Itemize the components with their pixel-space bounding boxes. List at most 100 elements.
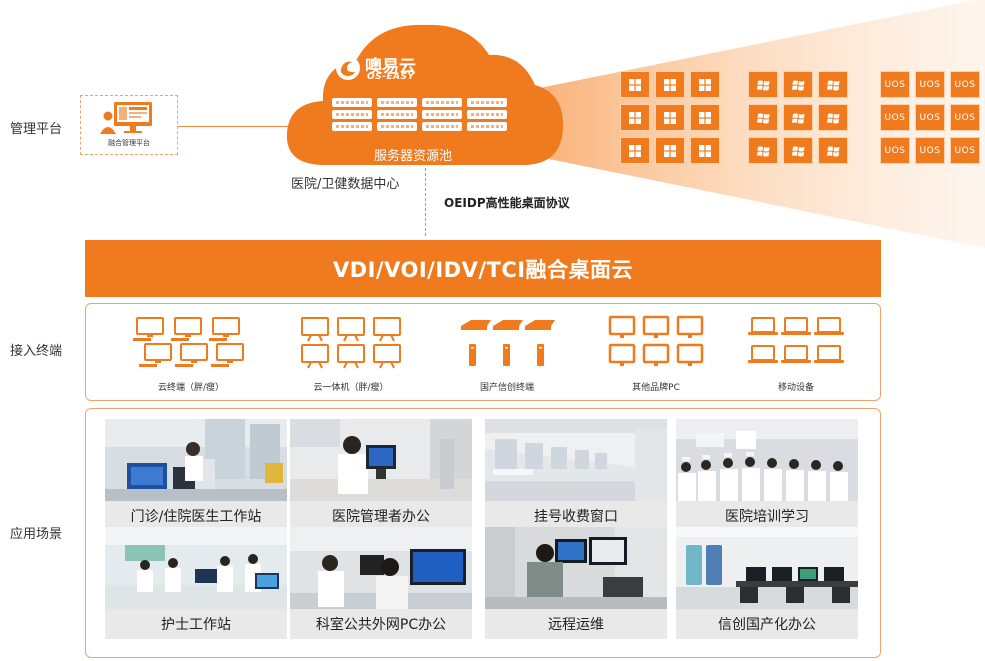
server-icon xyxy=(332,98,372,107)
windows-icon xyxy=(620,104,650,131)
management-platform-box[interactable]: 融合管理平台 xyxy=(80,95,178,155)
management-platform-caption: 融合管理平台 xyxy=(108,139,150,147)
cloud-brand-name: 噢易云 xyxy=(365,57,416,77)
scene-caption: 信创国产化办公 xyxy=(676,609,858,639)
server-icon xyxy=(467,98,507,107)
windows-legacy-icon xyxy=(748,137,778,164)
windows-icon xyxy=(690,71,720,98)
pc-monitor-icon xyxy=(608,315,704,366)
scenarios-box: 门诊/住院医生工作站 医院管理者办公 xyxy=(85,408,881,658)
server-icon xyxy=(377,122,417,131)
scenario-public-pc-office[interactable]: 科室公共外网PC办公 xyxy=(290,527,472,639)
scenario-registration-window[interactable]: 挂号收费窗口 xyxy=(485,419,667,531)
uos-tile: UOS xyxy=(880,104,910,131)
scenario-nurse-station[interactable]: 护士工作站 xyxy=(105,527,287,639)
admin-console-icon xyxy=(100,102,152,134)
vm-group-uos: UOS UOS UOS UOS UOS UOS UOS UOS UOS xyxy=(880,71,980,164)
cloud-brand-en: OS-EASY xyxy=(367,72,415,82)
server-pool-label: 服务器资源池 xyxy=(374,149,453,164)
server-icon xyxy=(467,122,507,131)
terminal-cloud-terminal[interactable]: 云终端（胖/瘦） xyxy=(116,314,266,393)
all-in-one-icon xyxy=(301,317,401,369)
os-easy-logo-icon xyxy=(336,56,360,80)
windows-legacy-icon xyxy=(818,137,848,164)
server-icon xyxy=(467,110,507,119)
scene-photo xyxy=(105,419,287,501)
row-label-access: 接入终端 xyxy=(10,344,63,359)
windows-legacy-icon xyxy=(748,104,778,131)
scene-photo xyxy=(290,419,472,501)
data-center-label: 医院/卫健数据中心 xyxy=(291,177,400,192)
windows-legacy-icon xyxy=(818,104,848,131)
terminal-label: 云一体机（胖/瘦） xyxy=(313,383,389,393)
windows-legacy-icon xyxy=(783,104,813,131)
windows-icon xyxy=(655,104,685,131)
uos-tile: UOS xyxy=(950,104,980,131)
terminal-label: 云终端（胖/瘦） xyxy=(157,383,225,393)
cloud-terminal-icon xyxy=(133,317,244,367)
fusion-desktop-cloud-bar: VDI/VOI/IDV/TCI融合桌面云 xyxy=(85,240,881,297)
server-icon xyxy=(377,110,417,119)
scene-photo xyxy=(290,527,472,609)
scene-caption: 护士工作站 xyxy=(105,609,287,639)
scene-photo xyxy=(105,527,287,609)
windows-icon xyxy=(655,137,685,164)
scene-caption: 挂号收费窗口 xyxy=(485,501,667,531)
scene-caption: 科室公共外网PC办公 xyxy=(290,609,472,639)
server-icon xyxy=(332,122,372,131)
server-icon xyxy=(377,98,417,107)
protocol-dashed-line xyxy=(425,168,426,236)
scene-photo xyxy=(485,527,667,609)
terminal-label: 移动设备 xyxy=(777,383,814,393)
uos-tile: UOS xyxy=(915,137,945,164)
uos-tile: UOS xyxy=(880,137,910,164)
server-rack-group xyxy=(332,98,510,131)
row-label-scenarios: 应用场景 xyxy=(10,527,63,542)
scenario-doctor-workstation[interactable]: 门诊/住院医生工作站 xyxy=(105,419,287,531)
windows-icon xyxy=(620,71,650,98)
uos-tile: UOS xyxy=(915,71,945,98)
vm-fan-background xyxy=(505,0,985,248)
windows-icon xyxy=(690,104,720,131)
scene-photo xyxy=(676,419,858,501)
terminal-mobile[interactable]: 移动设备 xyxy=(721,314,871,393)
scene-caption: 医院管理者办公 xyxy=(290,501,472,531)
terminal-label: 其他品牌PC xyxy=(632,383,680,393)
server-icon xyxy=(422,122,462,131)
terminal-domestic[interactable]: 国产信创终端 xyxy=(432,314,582,393)
scene-photo xyxy=(676,527,858,609)
terminal-all-in-one[interactable]: 云一体机（胖/瘦） xyxy=(276,314,426,393)
uos-tile: UOS xyxy=(950,137,980,164)
terminal-other-pc[interactable]: 其他品牌PC xyxy=(581,314,731,393)
windows-icon xyxy=(690,137,720,164)
server-icon xyxy=(422,98,462,107)
scene-caption: 门诊/住院医生工作站 xyxy=(105,501,287,531)
windows-legacy-icon xyxy=(748,71,778,98)
windows-legacy-icon xyxy=(783,71,813,98)
scenario-hospital-training[interactable]: 医院培训学习 xyxy=(676,419,858,531)
domestic-terminal-icon xyxy=(461,320,555,366)
scene-caption: 医院培训学习 xyxy=(676,501,858,531)
windows-icon xyxy=(655,71,685,98)
management-connector-line xyxy=(178,126,290,127)
server-icon xyxy=(422,110,462,119)
scenario-remote-maintenance[interactable]: 远程运维 xyxy=(485,527,667,639)
uos-tile: UOS xyxy=(950,71,980,98)
scenario-hospital-management[interactable]: 医院管理者办公 xyxy=(290,419,472,531)
windows-legacy-icon xyxy=(783,137,813,164)
scenario-domestic-office[interactable]: 信创国产化办公 xyxy=(676,527,858,639)
access-terminals-box: 云终端（胖/瘦） 云一体机（胖/瘦） xyxy=(85,303,881,401)
windows-icon xyxy=(620,137,650,164)
protocol-label: OEIDP高性能桌面协议 xyxy=(444,196,570,210)
laptop-icon xyxy=(748,317,844,363)
scene-photo xyxy=(485,419,667,501)
vm-group-windows-2 xyxy=(748,71,848,164)
windows-legacy-icon xyxy=(818,71,848,98)
terminal-label: 国产信创终端 xyxy=(479,383,534,393)
uos-tile: UOS xyxy=(880,71,910,98)
vm-group-windows-1 xyxy=(620,71,720,164)
uos-tile: UOS xyxy=(915,104,945,131)
scene-caption: 远程运维 xyxy=(485,609,667,639)
row-label-management: 管理平台 xyxy=(10,122,63,137)
server-icon xyxy=(332,110,372,119)
